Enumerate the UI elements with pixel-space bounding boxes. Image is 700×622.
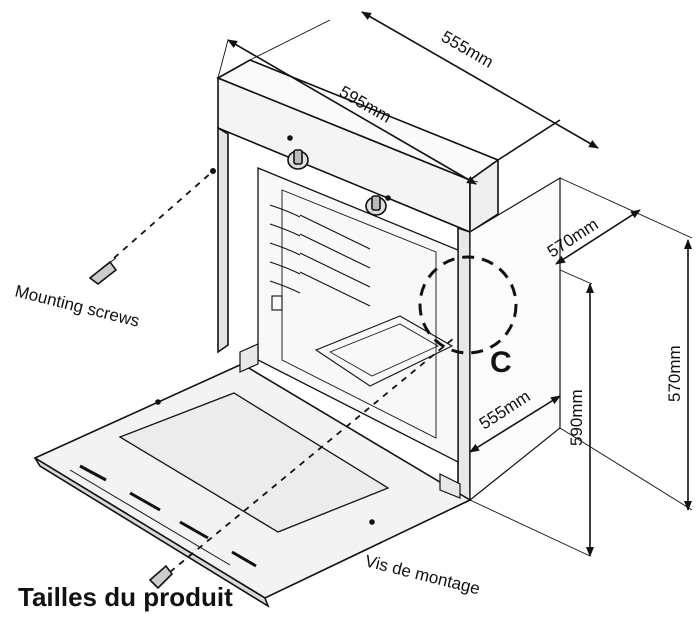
dim-590-text: 590mm	[567, 389, 586, 446]
mounting-screw-left	[88, 257, 118, 286]
dim-570-height-text: 570mm	[665, 345, 684, 402]
dim-595-line	[227, 39, 477, 185]
door-window	[118, 392, 390, 533]
dim-570-depth-line	[555, 209, 641, 265]
dimension-lines	[217, 11, 693, 557]
dim-555-lower-line	[469, 395, 561, 453]
screw-path-left	[113, 171, 213, 259]
oven-door	[33, 343, 472, 608]
control-knob	[287, 149, 309, 170]
control-knob	[365, 195, 387, 216]
side-runners	[269, 204, 371, 311]
detail-c-label: C	[490, 346, 512, 379]
mounting-screw-right	[148, 564, 174, 590]
page-title: Tailles du produit	[18, 582, 233, 612]
oven-cavity	[257, 167, 459, 464]
dim-555-top-line	[361, 11, 599, 149]
vis-de-montage-label: Vis de montage	[363, 551, 482, 598]
screw-path-right	[169, 337, 455, 573]
mounting-screws-label: Mounting screws	[13, 281, 141, 330]
detail-c-circle	[418, 255, 518, 355]
dim-555-top-text: 555mm	[438, 27, 497, 72]
oven-rack	[314, 315, 454, 387]
